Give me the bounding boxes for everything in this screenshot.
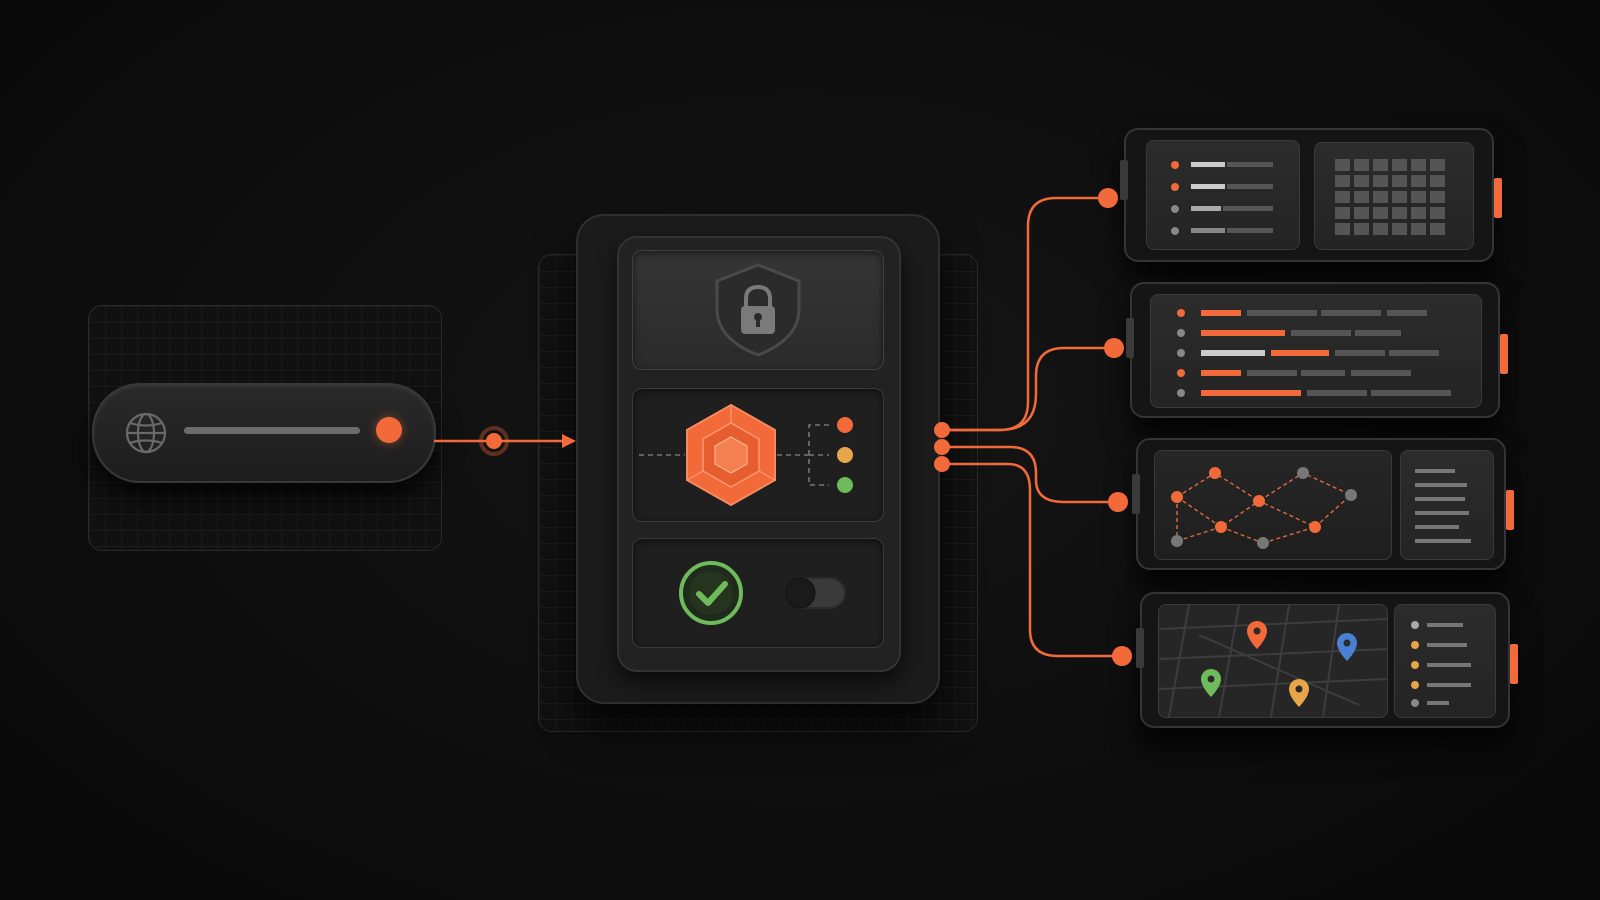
output-panel-bar-rows[interactable]: [1126, 282, 1508, 418]
output-port-3: [1108, 492, 1128, 512]
toggle-switch-icon[interactable]: [784, 577, 846, 609]
grid-cells: [1335, 159, 1445, 235]
source-output-knob[interactable]: [376, 417, 402, 443]
map-pin-icon[interactable]: [1289, 679, 1309, 707]
output-panel-network-graph[interactable]: [1132, 438, 1514, 570]
map-pin-icon[interactable]: [1247, 621, 1267, 649]
map-pin-icon[interactable]: [1337, 633, 1357, 661]
status-dot-orange: [837, 417, 853, 433]
status-dot-yellow: [837, 447, 853, 463]
map-pin-icon[interactable]: [1201, 669, 1221, 697]
output-port-2: [1104, 338, 1124, 358]
list-rows: [1171, 161, 1273, 235]
core-processor-tile[interactable]: [632, 388, 884, 522]
output-panel-list-grid[interactable]: [1120, 128, 1502, 262]
shield-lock-icon: [715, 263, 801, 357]
source-endpoint-pill[interactable]: [92, 383, 436, 483]
output-panel-map[interactable]: [1136, 592, 1518, 728]
status-dot-green: [837, 477, 853, 493]
output-port-4: [1112, 646, 1132, 666]
bar-rows: [1177, 309, 1451, 397]
network-graph: [1171, 467, 1357, 549]
network-legend-lines: [1415, 469, 1471, 543]
security-tile[interactable]: [632, 250, 884, 370]
map-view: [1158, 604, 1388, 718]
source-wire-node: [486, 433, 502, 449]
core-processor-diagram: [639, 403, 853, 507]
source-address-bar: [184, 427, 360, 434]
output-port-1: [1098, 188, 1118, 208]
check-circle-icon: [679, 561, 743, 625]
validation-tile: [632, 538, 884, 648]
map-legend: [1411, 621, 1471, 707]
globe-icon: [125, 412, 167, 454]
hexagon-gem-icon: [686, 403, 776, 507]
